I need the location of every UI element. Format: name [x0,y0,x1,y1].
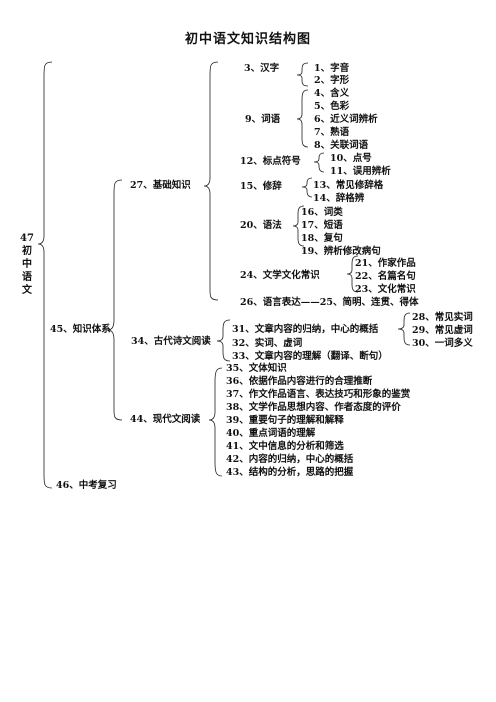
node-hanzi: 3、汉字 [244,63,280,74]
leaf-item: 39、重要句子的理解和解释 [226,415,344,426]
root-char: 初 [22,246,32,257]
leaf-item: 36、依据作品内容进行的合理推断 [226,376,373,387]
root-char: 语 [22,272,32,283]
leaf-item: 14、辞格辨 [313,193,365,204]
brace-poetry [216,319,231,362]
root-label: 47 初 中 语 文 [20,232,34,297]
leaf-item: 21、作家作品 [355,258,416,269]
brace-root [37,61,53,489]
leaf-item: 41、文中信息的分析和筛选 [226,441,344,452]
brace-literature [346,255,359,293]
node-literature: 24、文学文化常识 [240,270,320,281]
leaf-item: 13、常见修辞格 [313,180,384,191]
node-exam-review: 46、中考复习 [56,480,117,491]
leaf-item: 16、词类 [301,207,343,218]
leaf-item: 2、字形 [314,75,350,86]
leaf-item: 30、一词多义 [412,338,473,349]
brace-rhetoric [301,177,313,198]
leaf-item: 40、重点词语的理解 [226,428,316,439]
leaf-item: 43、结构的分析，思路的把握 [226,467,354,478]
brace-grammar [292,205,305,247]
leaf-item: 7、熟语 [314,127,350,138]
leaf-item: 23、文化常识 [355,284,416,295]
leaf-item: 1、字音 [314,63,350,74]
leaf-item: 10、点号 [330,153,372,164]
leaf-item: 29、常见虚词 [412,325,473,336]
brace-knowledge [107,179,123,421]
leaf-item: 8、关联词语 [314,140,369,151]
leaf-item: 6、近义词辨析 [314,114,378,125]
leaf-item: 37、作文作品语言、表达技巧和形象的鉴赏 [226,389,411,400]
leaf-item: 35、文体知识 [226,363,287,374]
node-basic-knowledge: 27、基础知识 [130,180,191,191]
brace-basic [203,61,219,301]
leaf-item: 22、名篇名句 [355,271,416,282]
leaf-item: 33、文章内容的理解（翻译、断句） [232,351,388,362]
brace-hanzi [296,62,309,87]
leaf-item: 18、复句 [301,233,343,244]
leaf-item: 31、文章内容的归纳，中心的概括 [232,324,379,335]
node-rhetoric: 15、修辞 [240,181,282,192]
node-ciyu: 9、词语 [245,114,281,125]
leaf-item: 28、常见实词 [412,312,473,323]
leaf-item: 19、辨析修改病句 [301,246,381,257]
node-knowledge-system: 45、知识体系 [50,324,111,335]
brace-punct [313,152,325,173]
root-char: 文 [22,285,32,296]
brace-modern [208,367,223,477]
leaf-item: 11、误用辨析 [330,166,391,177]
node-punctuation: 12、标点符号 [240,156,301,167]
node-expression: 26、语言表达——25、简明、连贯、得体 [240,297,419,308]
leaf-item: 17、短语 [301,220,343,231]
leaf-item: 5、色彩 [314,101,350,112]
root-number: 47 [20,233,34,244]
node-ancient-reading: 34、古代诗文阅读 [131,336,211,347]
node-grammar: 20、语法 [240,220,282,231]
leaf-item: 32、实词、虚词 [232,338,303,349]
brace-ciyu [296,89,309,148]
brace-poetry-sub [397,312,411,346]
node-modern-reading: 44、现代文阅读 [130,414,201,425]
root-char: 中 [22,259,32,270]
leaf-item: 38、文学作品思想内容、作者态度的评价 [226,402,401,413]
leaf-item: 4、含义 [314,88,350,99]
page-title: 初中语文知识结构图 [184,32,311,47]
leaf-item: 42、内容的归纳，中心的概括 [226,454,354,465]
